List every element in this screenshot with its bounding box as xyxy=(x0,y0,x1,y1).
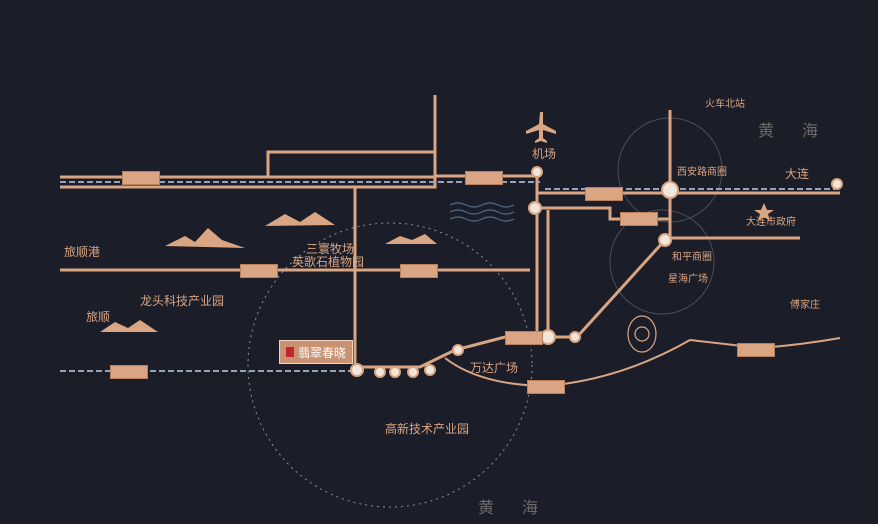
place-gov: 大连市政府 xyxy=(746,217,796,228)
place-fujiazhuang: 傅家庄 xyxy=(790,300,820,311)
mountain-icon xyxy=(385,234,437,244)
star-icon xyxy=(754,203,774,221)
place-yingge-garden: 英歌石植物园 xyxy=(292,255,365,269)
water-waves xyxy=(449,202,515,222)
place-sanhuan-farm: 三寰牧场 xyxy=(306,242,355,256)
road-badge xyxy=(585,187,623,201)
station xyxy=(374,366,386,378)
station xyxy=(452,344,464,356)
xinghai-square-icon xyxy=(627,315,657,353)
station-transfer xyxy=(540,329,556,345)
place-xinghai: 星海广场 xyxy=(668,274,708,285)
road-badge xyxy=(240,264,278,278)
station xyxy=(424,364,436,376)
road-badge xyxy=(737,343,775,357)
sea-label-top: 黄海 xyxy=(758,121,847,140)
station xyxy=(531,166,543,178)
place-lvshun: 旅顺 xyxy=(86,310,111,324)
mountain-icon xyxy=(165,228,245,248)
road-badge xyxy=(620,212,658,226)
sea-label-bottom: 黄海 xyxy=(478,498,567,517)
road-north-loop xyxy=(266,150,435,177)
place-wanda: 万达广场 xyxy=(470,361,519,375)
station-transfer xyxy=(661,181,679,199)
airplane-icon xyxy=(526,112,556,143)
road-diagonal xyxy=(355,238,667,369)
road-badge xyxy=(527,380,565,394)
heping-circle xyxy=(609,209,715,315)
station xyxy=(407,366,419,378)
road-badge xyxy=(110,365,148,379)
place-dalian: 大连 xyxy=(785,167,810,181)
place-longtou-park: 龙头科技产业园 xyxy=(140,294,225,308)
station-transfer xyxy=(528,201,542,215)
place-lvshun-port: 旅顺港 xyxy=(64,245,101,259)
station-transfer xyxy=(658,233,672,247)
radius-circle xyxy=(247,222,533,508)
project-marker[interactable]: 翡翠春晓 xyxy=(279,340,353,364)
road-north-2 xyxy=(60,95,437,189)
place-heping: 和平商圈 xyxy=(672,252,712,263)
road-badge xyxy=(505,331,543,345)
station xyxy=(569,331,581,343)
station-project xyxy=(350,363,364,377)
place-xianlu: 西安路商圈 xyxy=(677,167,727,178)
station xyxy=(831,178,843,190)
mountain-icon xyxy=(265,212,335,226)
mountain-icon xyxy=(100,320,158,332)
place-north-station: 火车北站 xyxy=(705,99,745,110)
road-badge xyxy=(465,171,503,185)
project-name: 翡翠春晓 xyxy=(297,345,346,360)
project-logo-icon xyxy=(285,347,294,357)
place-hightech-park: 高新技术产业园 xyxy=(385,422,470,436)
road-badge xyxy=(400,264,438,278)
road-coast xyxy=(444,337,841,388)
road-badge xyxy=(122,171,160,185)
place-airport: 机场 xyxy=(532,147,557,161)
road-airport xyxy=(435,174,539,337)
station xyxy=(389,366,401,378)
